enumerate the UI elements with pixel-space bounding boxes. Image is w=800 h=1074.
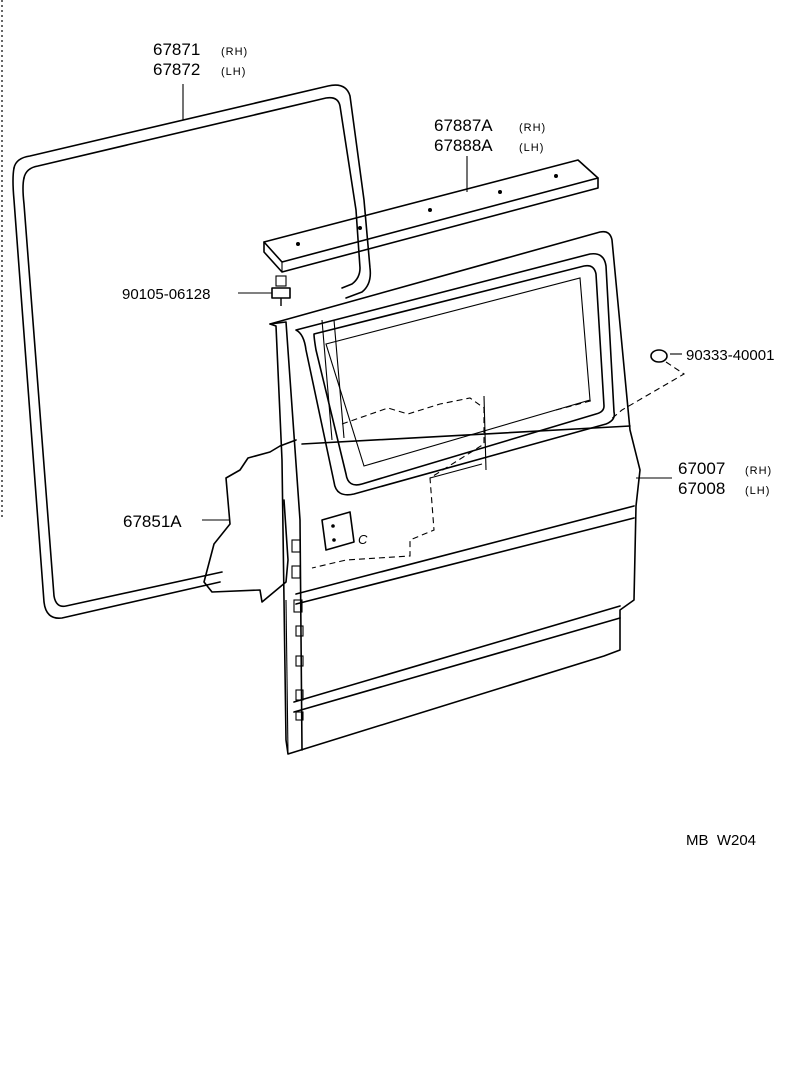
suffix-door-rh: (RH)	[745, 465, 772, 477]
suffix-weatherstrip-rh: (RH)	[221, 46, 248, 58]
plug	[609, 349, 686, 421]
part-number-service-hole-cover: 67851A	[123, 512, 182, 531]
reference-letter-c: C	[358, 532, 368, 547]
service-hole-cover	[203, 439, 297, 603]
bolt	[271, 275, 291, 306]
suffix-rail-lh: (LH)	[519, 142, 544, 154]
callout-door-panel: 67007 (RH) 67008 (LH)	[678, 459, 772, 498]
part-number-door-rh: 67007	[678, 459, 725, 478]
part-number-weatherstrip-lh: 67872	[153, 60, 200, 79]
door-panel	[269, 230, 641, 755]
part-number-rail-lh: 67888A	[434, 136, 493, 155]
part-number-rail-rh: 67887A	[434, 116, 493, 135]
suffix-door-lh: (LH)	[745, 485, 770, 497]
suffix-rail-rh: (RH)	[519, 122, 546, 134]
upper-rail	[263, 159, 599, 273]
callout-rail: 67887A (RH) 67888A (LH)	[434, 116, 546, 155]
part-number-weatherstrip-rh: 67871	[153, 40, 200, 59]
part-number-door-lh: 67008	[678, 479, 725, 498]
part-number-bolt: 90105-06128	[122, 286, 210, 303]
part-number-plug: 90333-40001	[686, 347, 774, 364]
diagram-code: MB W204	[686, 832, 756, 849]
leader-lines	[182, 84, 682, 521]
callout-weatherstrip: 67871 (RH) 67872 (LH)	[153, 40, 248, 79]
door-weatherstrip	[12, 84, 372, 619]
suffix-weatherstrip-lh: (LH)	[221, 66, 246, 78]
